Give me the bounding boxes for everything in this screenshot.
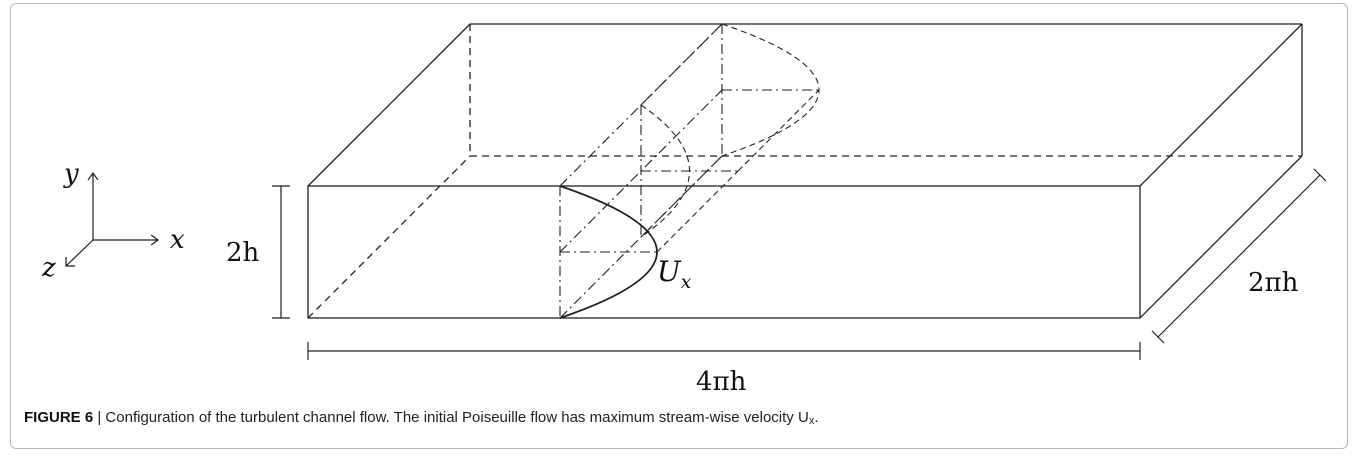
figure-label: FIGURE 6 [24,409,94,426]
length-bracket [307,342,1141,360]
caption-text: Configuration of the turbulent channel f… [105,409,798,426]
height-label: 2h [226,238,260,268]
y-axis-arrow [87,171,99,181]
width-label: 2πh [1248,268,1299,298]
width-bracket [1151,168,1327,344]
axes-triad [65,171,160,267]
caption-symbol-sub: x [808,415,815,427]
figure-frame [10,3,1348,449]
edge-top-right [1139,23,1303,187]
z-axis-line [65,239,94,267]
velocity-label-sub: x [681,271,692,293]
height-bracket [272,185,290,319]
front-face [307,185,1141,319]
x-axis-arrow [150,234,160,246]
velocity-profile-dashed [640,23,820,253]
x-axis-label: x [170,225,185,255]
z-axis-label: z [41,253,56,283]
velocity-label: Ux [657,255,692,293]
y-axis-label: y [63,159,79,189]
edge-top-left [307,23,471,187]
figure-caption: FIGURE 6 | Configuration of the turbulen… [24,409,1324,427]
z-axis-arrow [65,257,75,267]
box-hidden-edges [307,24,1302,319]
velocity-profile-front [559,185,658,319]
caption-separator: | [93,409,106,426]
caption-symbol: U [797,409,809,426]
box-solid-edges [307,23,1303,319]
length-label: 4πh [696,367,747,397]
velocity-label-base: U [657,255,682,288]
caption-end: . [814,409,819,426]
edge-bottom-right [1139,155,1303,319]
